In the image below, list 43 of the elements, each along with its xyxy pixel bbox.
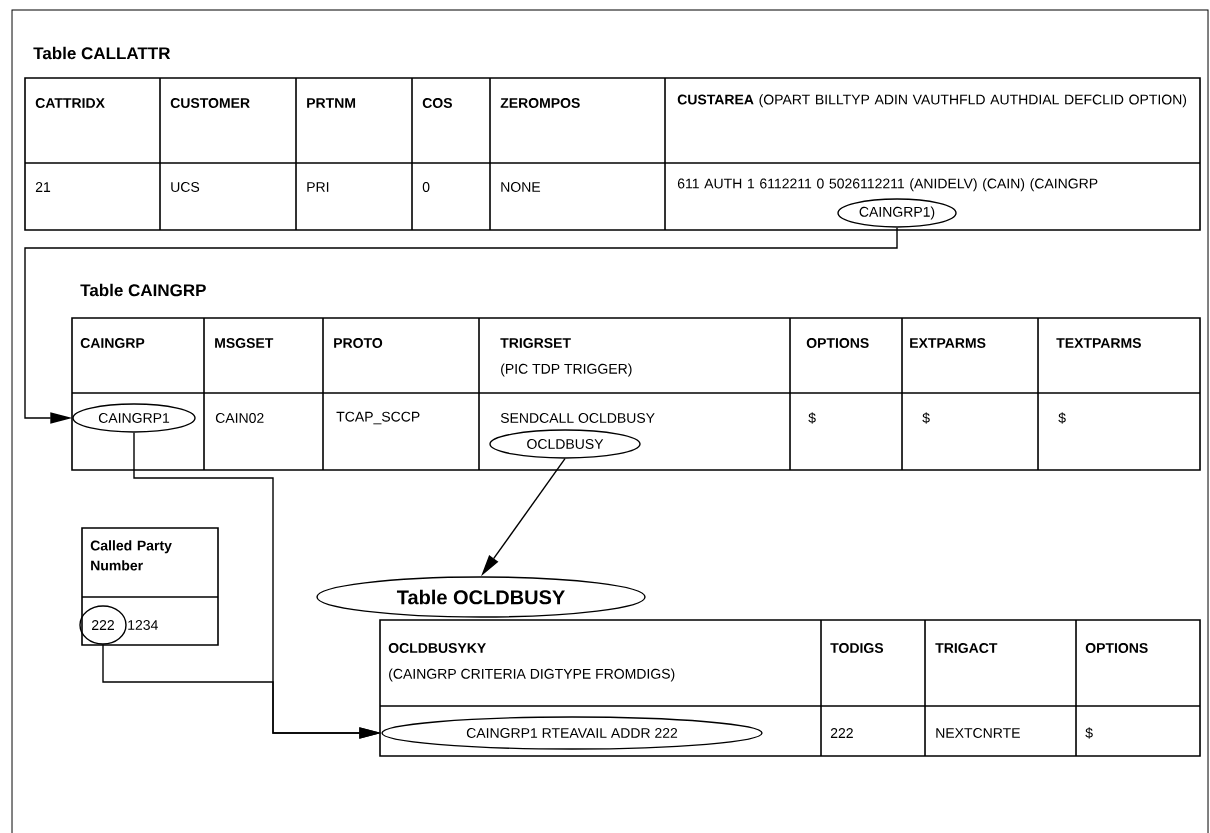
- header-text: CAINGRP: [80, 338, 145, 348]
- header-text: MSGSET: [215, 338, 274, 348]
- circled-value: 222: [79, 605, 127, 645]
- circled-value: CAINGRP1 RTEAVAIL ADDR 222: [381, 716, 763, 750]
- table-title: Table CAINGRP: [80, 283, 206, 297]
- arrow: [24, 227, 898, 424]
- cell-text: 21: [35, 182, 51, 192]
- header-text: PROTO: [334, 338, 383, 348]
- circled-value: CAINGRP1: [72, 403, 196, 433]
- cell-text: $: [922, 412, 930, 424]
- header-text: OPTIONS: [806, 338, 869, 348]
- cell-text: 222: [830, 728, 853, 738]
- header-text: (CAINGRP CRITERIA DIGTYPE FROMDIGS): [389, 668, 675, 682]
- header-text: COS: [422, 98, 452, 108]
- cell-text: 0: [422, 182, 430, 192]
- cell-text: $: [1058, 412, 1066, 424]
- cell-text: $: [1085, 727, 1093, 739]
- header-text: CUSTOMER: [170, 98, 250, 108]
- cell-text: UCS: [171, 182, 200, 192]
- circled-value: CAINGRP1): [837, 198, 957, 228]
- cell-text: NONE: [501, 182, 541, 192]
- header-text: (PIC TDP TRIGGER): [501, 363, 632, 377]
- cell-text: $: [808, 412, 816, 424]
- table-title: Table CALLATTR: [33, 46, 171, 60]
- header-text: TODIGS: [830, 643, 884, 653]
- header-text: CUSTAREA (OPART BILLTYP ADIN VAUTHFLD AUTHDIAL DEFCLID OPTION): [677, 94, 1187, 108]
- header-text: OCLDBUSYKY: [388, 643, 486, 653]
- cell-text: 611 AUTH 1 6112211 0 5026112211 (ANIDELV) (CAIN) (CAINGRP: [677, 178, 1098, 192]
- header-text: OPTIONS: [1085, 643, 1148, 653]
- circled-value: OCLDBUSY: [489, 429, 641, 459]
- header-text: TRIGRSET: [500, 338, 571, 348]
- header-text: TEXTPARMS: [1056, 338, 1141, 348]
- header-text: EXTPARMS: [910, 338, 986, 348]
- header-text: Called Party Number: [90, 540, 172, 571]
- cell-text: TCAP_SCCP: [336, 411, 420, 425]
- cell-text: CAIN02: [215, 413, 264, 423]
- header-text: CATTRIDX: [35, 98, 105, 108]
- cell-text: PRI: [307, 182, 329, 192]
- header-text: PRTNM: [307, 98, 356, 108]
- header-text: TRIGACT: [935, 643, 998, 653]
- header-text: ZEROMPOS: [500, 98, 580, 108]
- circled-title: Table OCLDBUSY: [316, 576, 646, 618]
- cell-text: NEXTCNRTE: [936, 728, 1020, 738]
